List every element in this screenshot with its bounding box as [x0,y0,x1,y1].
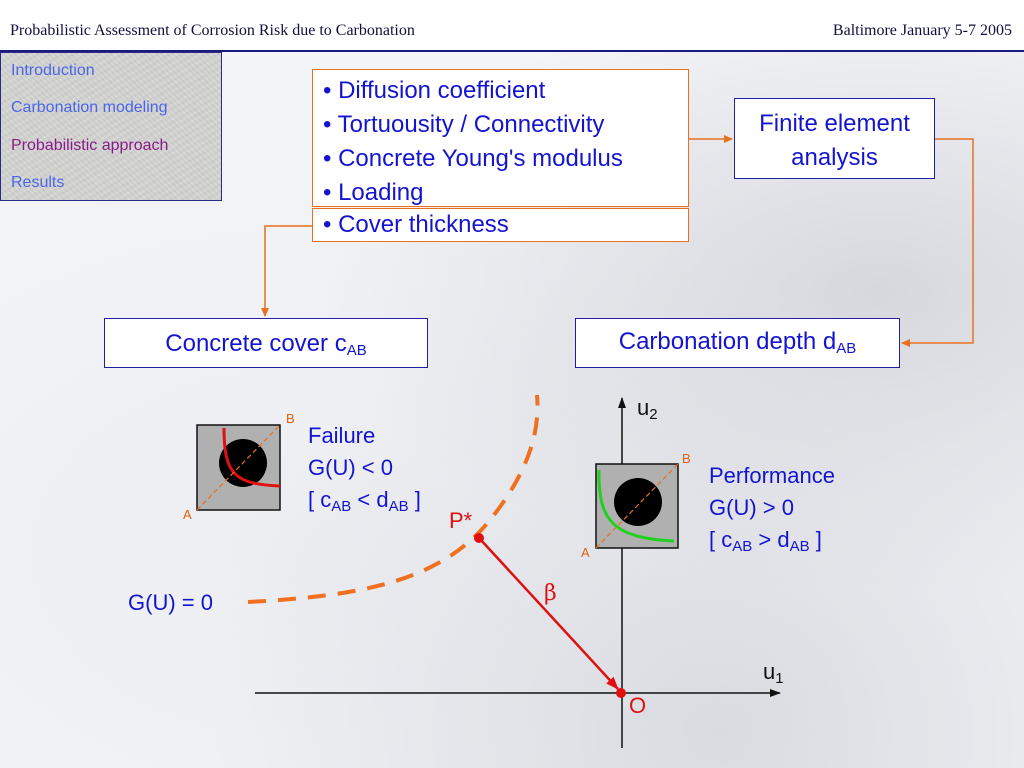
failure-condition: G(U) < 0 [308,455,393,480]
failure-title: Failure [308,423,376,448]
performance-rebar [614,478,662,526]
concrete-cover-sub: AB [346,342,367,359]
cover-thickness-box: • Cover thickness [312,208,689,242]
cover-thickness-label: • Cover thickness [323,211,509,238]
carbonation-depth-sub: AB [836,340,857,357]
failure-point-a: A [183,507,192,522]
beta-label: β [544,581,557,606]
performance-condition: G(U) > 0 [709,495,794,520]
fea-line-1: Finite element [759,110,910,137]
failure-ab-line [196,424,281,511]
concrete-cover-label: Concrete cover c [165,330,347,357]
fea-line-2: analysis [791,144,878,171]
input-item-diffusion: • Diffusion coefficient [323,77,546,104]
input-variables-box: • Diffusion coefficient • Tortuousity / … [312,69,689,207]
origin-label: O [629,693,647,718]
failure-carbonation-front [222,427,281,488]
limit-state-label: G(U) = 0 [128,590,213,615]
section-nav: Introduction Carbonation modeling Probab… [0,52,222,201]
nav-item-carbonation-modeling[interactable]: Carbonation modeling [11,99,168,116]
connector-fea-to-depth [901,138,974,347]
performance-title: Performance [709,463,835,488]
presentation-title: Probabilistic Assessment of Corrosion Ri… [10,22,415,39]
performance-ab-line [595,463,679,549]
carbonation-depth-label: Carbonation depth d [618,328,837,355]
header-divider [0,50,1024,52]
input-item-loading: • Loading [323,179,424,206]
connector-cover-to-concrete [261,225,312,317]
design-point-label: P* [449,508,473,533]
nav-item-results[interactable]: Results [11,174,65,191]
input-item-youngs-modulus: • Concrete Young's modulus [323,145,623,172]
performance-point-b: B [682,451,691,466]
carbonation-depth-box: Carbonation depth dAB [575,318,900,368]
u1-axis-label: u1 [763,659,784,687]
performance-section-diagram [595,463,679,549]
performance-relation: [ cAB > dAB ] [709,527,822,555]
conference-date: Baltimore January 5-7 2005 [832,22,1012,39]
failure-section-diagram [196,424,281,511]
nav-item-introduction[interactable]: Introduction [11,62,95,79]
u2-axis-label: u2 [637,395,658,423]
performance-point-a: A [581,545,590,560]
design-point-marker [474,533,484,543]
failure-point-b: B [286,411,295,426]
slide-header: Probabilistic Assessment of Corrosion Ri… [0,0,1024,50]
input-item-tortuosity: • Tortuousity / Connectivity [323,111,605,138]
nav-item-probabilistic-approach[interactable]: Probabilistic approach [11,137,169,154]
failure-relation: [ cAB < dAB ] [308,487,421,515]
concrete-cover-box: Concrete cover cAB [104,318,428,368]
origin-marker [616,688,626,698]
performance-carbonation-front [597,469,675,543]
beta-vector [479,538,619,690]
performance-text: Performance G(U) > 0 [ cAB > dAB ] [709,460,835,563]
failure-text: Failure G(U) < 0 [ cAB < dAB ] [308,420,421,523]
finite-element-box: Finite element analysis [734,98,935,179]
